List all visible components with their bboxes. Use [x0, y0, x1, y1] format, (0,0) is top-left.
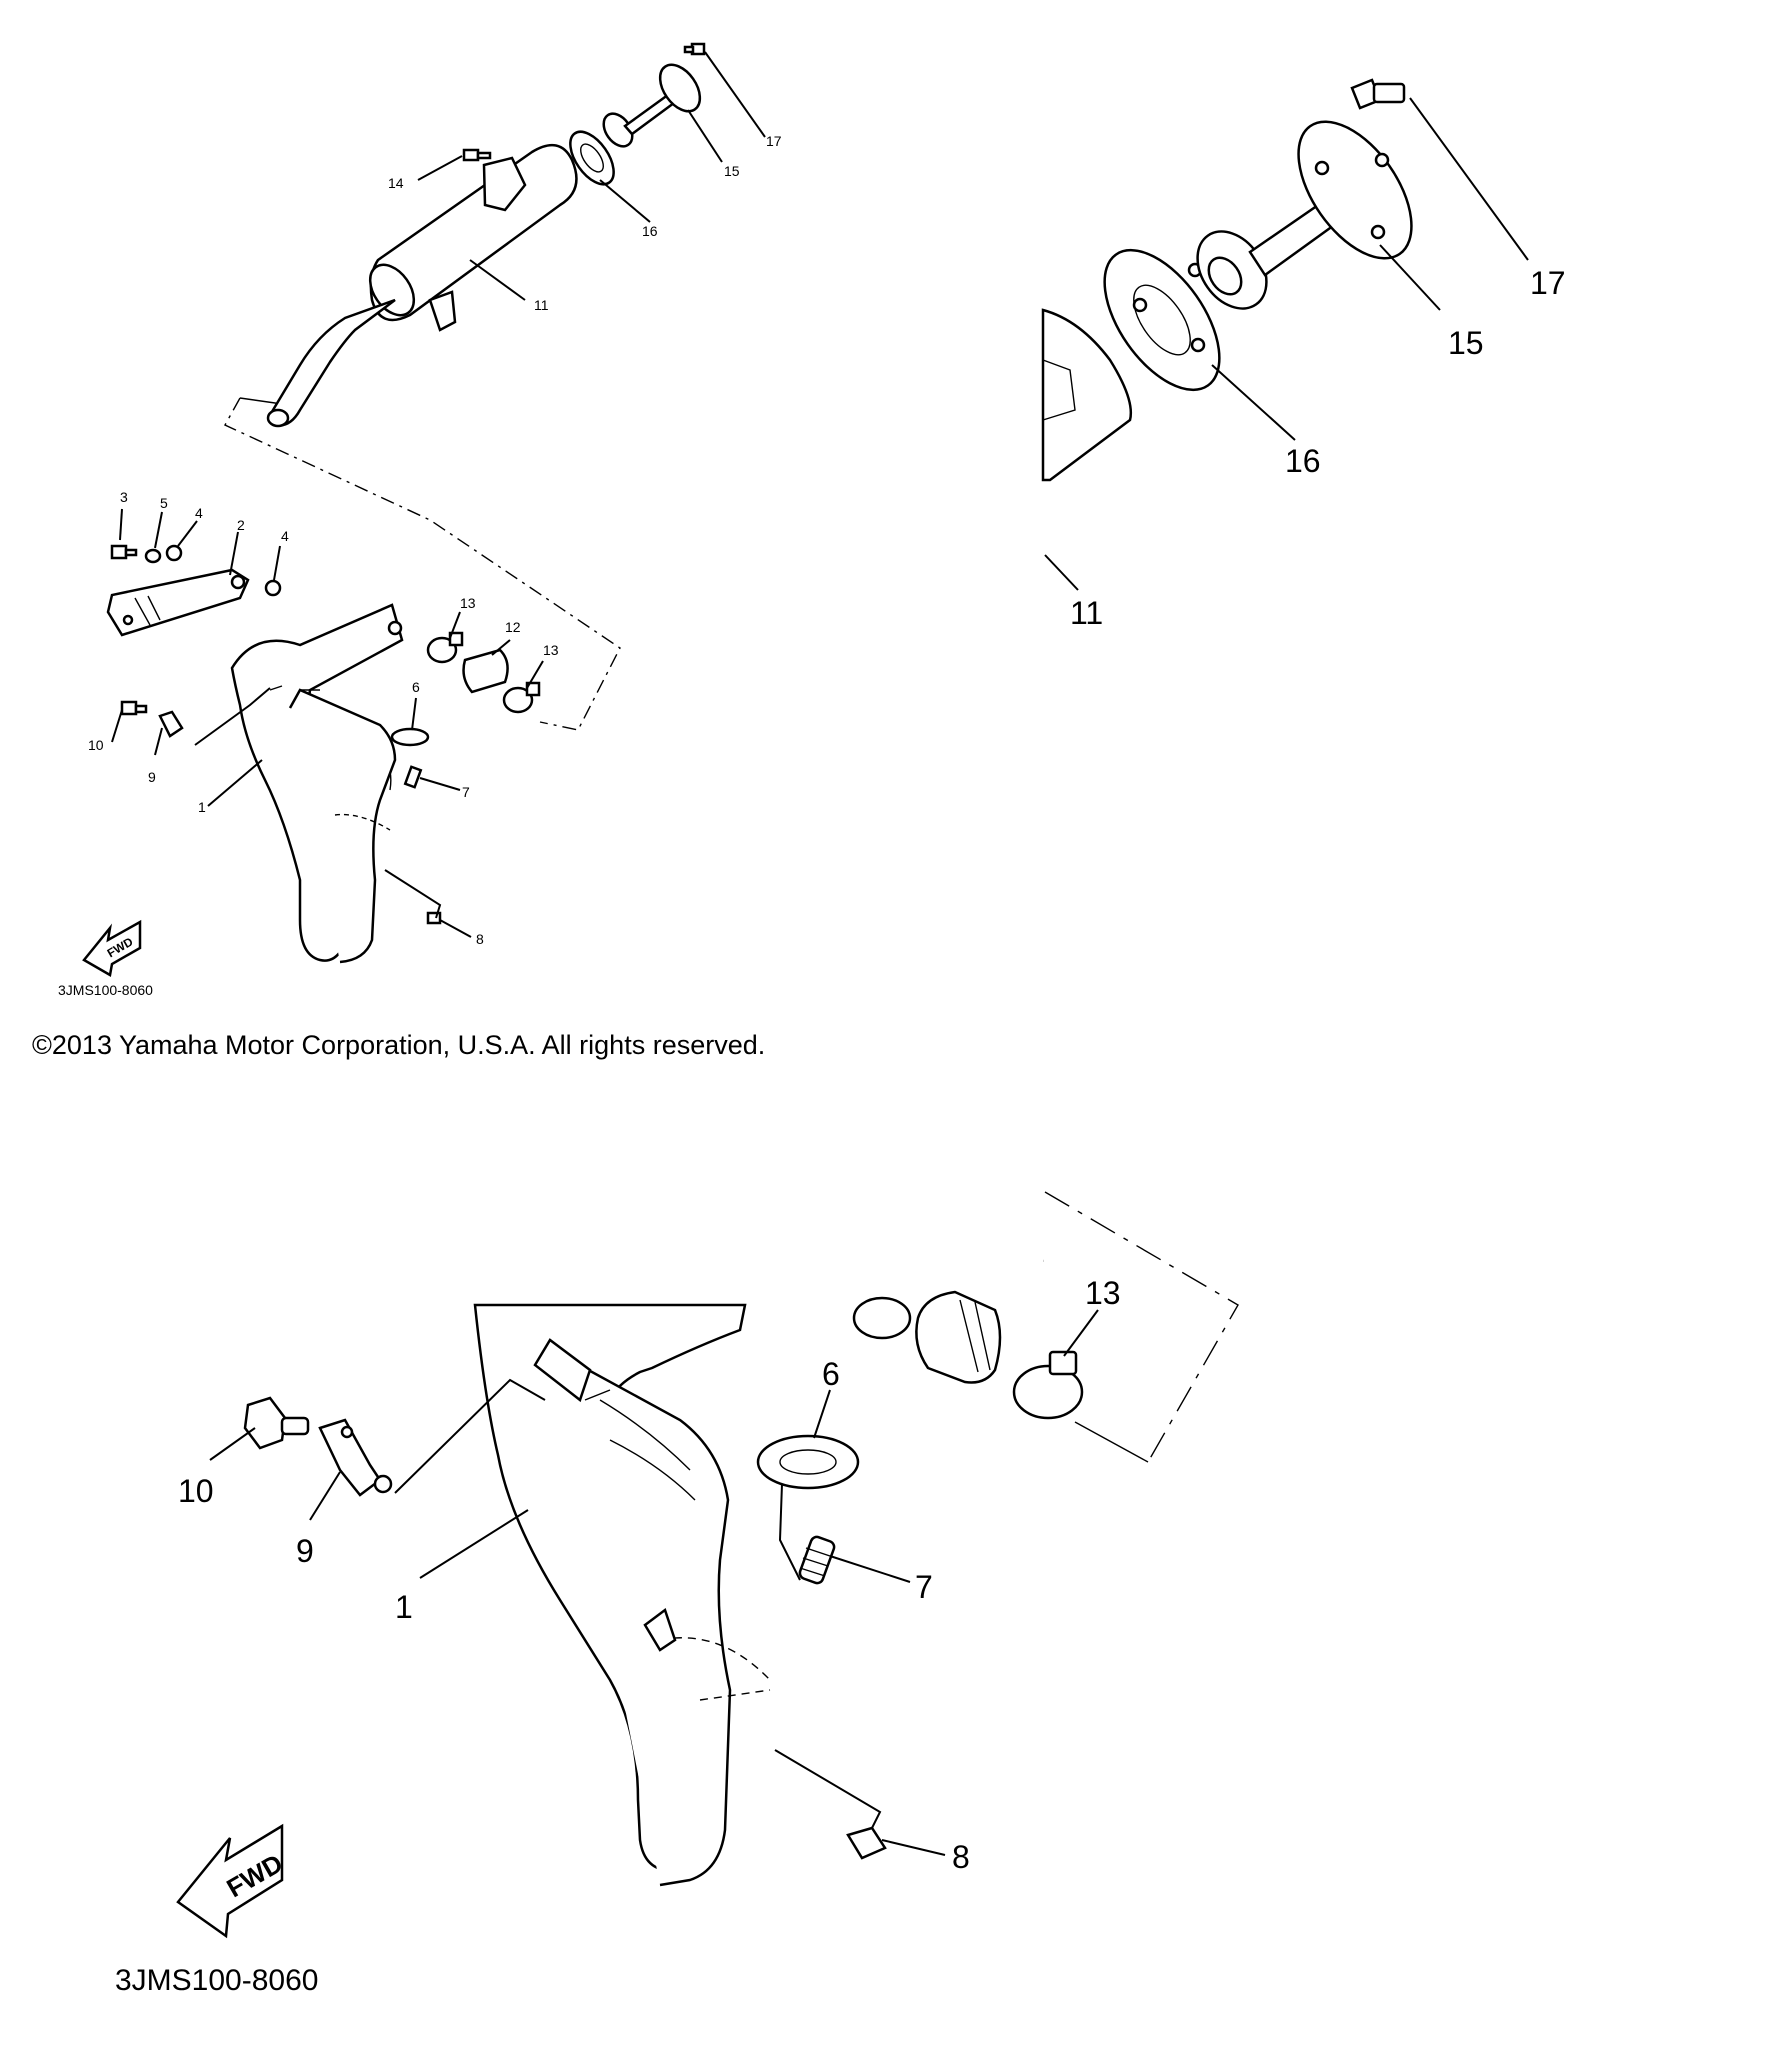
collar-9	[158, 710, 184, 738]
callout-6: 6	[412, 679, 420, 695]
spark-arrester-part	[602, 63, 702, 148]
damper-8	[426, 911, 442, 925]
callout-17: 17	[766, 133, 782, 149]
zoom-callout-12-partial: 2	[1028, 1236, 1045, 1269]
zoom-grommet	[756, 1434, 860, 1490]
overview-leaders	[111, 51, 766, 938]
callout-5: 5	[160, 495, 168, 511]
callout-15: 15	[724, 163, 740, 179]
bolt-10-shank	[134, 704, 148, 714]
callout-13a: 13	[460, 595, 476, 611]
zoom-callout-8: 8	[952, 1839, 970, 1875]
zoom-callout-15: 15	[1448, 325, 1484, 361]
muffler-part	[266, 143, 578, 428]
zoom-collar-9	[318, 1418, 393, 1497]
zoom-part-code: 3JMS100-8060	[115, 1964, 318, 1997]
spring-7	[403, 765, 423, 789]
guide-line-chamber	[194, 687, 271, 746]
callout-1: 1	[198, 799, 206, 815]
zoom-top-leader-17	[1409, 97, 1529, 261]
clamp-13b-screw	[525, 681, 541, 697]
callout-8: 8	[476, 931, 484, 947]
zoom-callout-6: 6	[822, 1356, 840, 1392]
zoom-bottom-callouts: 13 6 10 9 1 7 8	[178, 1275, 1121, 1875]
zoom-bolt-10	[243, 1396, 310, 1450]
bolt-3	[110, 544, 128, 560]
callout-2: 2	[237, 517, 245, 533]
callout-12: 12	[505, 619, 521, 635]
washer-4a	[165, 544, 183, 562]
bolt-17	[683, 42, 706, 56]
overview-part-code: 3JMS100-8060	[58, 982, 153, 998]
zoom-callout-7: 7	[915, 1569, 933, 1605]
callout-11: 11	[534, 297, 549, 313]
zoom-callout-9: 9	[296, 1533, 314, 1569]
zoom-clamp-b	[1012, 1364, 1084, 1420]
callout-10: 10	[88, 737, 104, 753]
zoom-bolt-17	[1350, 78, 1406, 110]
joint-12	[462, 648, 509, 694]
overview-callouts: 1 2 3 4 4 5 6 7 8 9 10 11 12 13 13 14 15…	[88, 133, 782, 947]
zoom-top-leader-16	[1211, 364, 1296, 441]
zoom-callout-11: 11	[1070, 595, 1103, 631]
zoom-callout-1: 1	[395, 1589, 413, 1625]
clamp-13b	[502, 686, 534, 714]
zoom-exhaust-chamber	[473, 1303, 771, 1887]
bolt-10	[120, 700, 138, 716]
grommet-6	[390, 727, 430, 747]
bolt-14	[462, 148, 492, 162]
callout-9: 9	[148, 769, 156, 785]
bracket-part	[106, 568, 250, 637]
zoom-callout-10: 10	[178, 1473, 214, 1509]
zoom-spark-arrester	[1196, 120, 1413, 310]
zoom-fwd-arrow: FWD	[176, 1823, 288, 1939]
zoom-clamp-b-screw	[1048, 1350, 1078, 1376]
clamp-13a-screw	[448, 631, 464, 647]
callout-4a: 4	[195, 505, 203, 521]
zoom-top-leader-15	[1379, 244, 1441, 311]
zoom-bottom-leaders	[209, 1309, 1099, 1856]
washer-5	[144, 548, 162, 564]
zoom-guide-collar	[394, 1378, 546, 1494]
guide-line-damper	[384, 869, 442, 919]
callout-16: 16	[642, 223, 658, 239]
bolt-3-shank	[124, 548, 138, 557]
copyright-notice: ©2013 Yamaha Motor Corporation, U.S.A. A…	[32, 1030, 766, 1060]
gasket-part	[569, 130, 615, 186]
zoom-callout-17: 17	[1530, 265, 1566, 301]
zoom-callout-16: 16	[1285, 443, 1321, 479]
zoom-clamp-a	[852, 1296, 912, 1340]
zoom-top-callouts: 17 15 16 11	[1070, 265, 1566, 631]
zoom-spring	[798, 1535, 836, 1585]
zoom-joint	[915, 1290, 1002, 1384]
washer-4b	[264, 579, 282, 597]
zoom-callout-13: 13	[1085, 1275, 1121, 1311]
callout-13b: 13	[543, 642, 559, 658]
callout-7: 7	[462, 784, 470, 800]
callout-14: 14	[388, 175, 404, 191]
callout-4b: 4	[281, 528, 289, 544]
zoom-damper	[774, 1749, 887, 1860]
zoom-top-leader-11	[1044, 554, 1079, 591]
callout-3: 3	[120, 489, 128, 505]
zoom-bottom-diagram: 2	[115, 1191, 1239, 1997]
overview-fwd-arrow: FWD	[82, 919, 142, 977]
exhaust-chamber-part	[230, 603, 404, 964]
zoom-top-diagram: 17 15 16 11	[1041, 78, 1566, 631]
overview-diagram: FWD 1 2 3 4 4 5 6 7 8 9 10 11 12 13 13 1…	[58, 42, 782, 998]
